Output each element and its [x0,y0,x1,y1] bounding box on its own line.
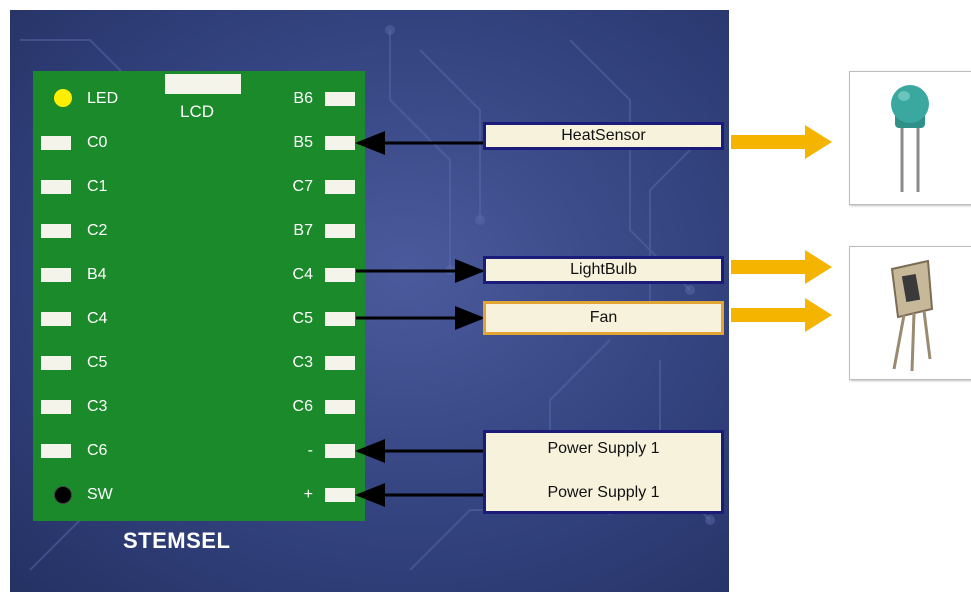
pin-c0[interactable] [41,136,71,150]
pin-label-c4-left: C4 [87,310,108,327]
pin-label-c0: C0 [87,134,108,151]
lcd-label: LCD [180,102,215,121]
led-indicator [54,89,72,107]
pin-label-c5-left: C5 [87,354,108,371]
lightbulb-box[interactable]: LightBulb [483,256,724,284]
heatsensor-box[interactable]: HeatSensor [483,122,724,150]
pin-b7[interactable] [325,224,355,238]
pin-label-c4-right: C4 [292,266,313,283]
power-supply-plus-label: Power Supply 1 [547,484,660,501]
pin-label-c7: C7 [292,178,313,195]
pin-label-b4: B4 [87,266,107,283]
pin-label-minus: - [307,442,313,459]
pin-label-sw: SW [87,486,113,503]
pin-label-c6-left: C6 [87,442,108,459]
fan-box[interactable]: Fan [483,301,724,335]
pin-b5[interactable] [325,136,355,150]
orange-arrow-fan [731,298,832,332]
pin-label-c6-right: C6 [292,398,313,415]
pin-label-c3-left: C3 [87,398,108,415]
pin-c2[interactable] [41,224,71,238]
pin-c4-left[interactable] [41,312,71,326]
pin-label-c3-right: C3 [292,354,313,371]
power-supply-minus-label: Power Supply 1 [547,440,660,457]
pin-label-b6: B6 [293,90,313,107]
power-supply-box[interactable]: Power Supply 1 Power Supply 1 [483,430,724,514]
orange-arrow-lightbulb [731,250,832,284]
switch-button[interactable] [54,486,72,504]
pin-b6[interactable] [325,92,355,106]
pin-label-led: LED [87,90,119,107]
orange-arrow-heatsensor [731,125,832,159]
lcd-display [165,74,241,94]
pin-label-plus: + [303,486,313,503]
pin-c5-right[interactable] [325,312,355,326]
component-card-sensor[interactable] [849,71,971,205]
pin-label-c1: C1 [87,178,108,195]
pin-c6-right[interactable] [325,400,355,414]
transistor-icon [890,259,934,372]
component-card-transistor[interactable] [849,246,971,380]
pin-c6-left[interactable] [41,444,71,458]
stemsel-board [33,71,365,521]
pin-c7[interactable] [325,180,355,194]
board-title: STEMSEL [123,528,231,553]
pin-plus[interactable] [325,488,355,502]
pin-c5-left[interactable] [41,356,71,370]
pin-label-b7: B7 [293,222,313,239]
pin-c1[interactable] [41,180,71,194]
pin-c3-left[interactable] [41,400,71,414]
pin-label-c2: C2 [87,222,108,239]
pin-c3-right[interactable] [325,356,355,370]
pin-c4-right[interactable] [325,268,355,282]
pin-label-c5-right: C5 [292,310,313,327]
temperature-sensor-icon [891,85,929,192]
pin-b4[interactable] [41,268,71,282]
pin-label-b5: B5 [293,134,313,151]
pin-minus[interactable] [325,444,355,458]
